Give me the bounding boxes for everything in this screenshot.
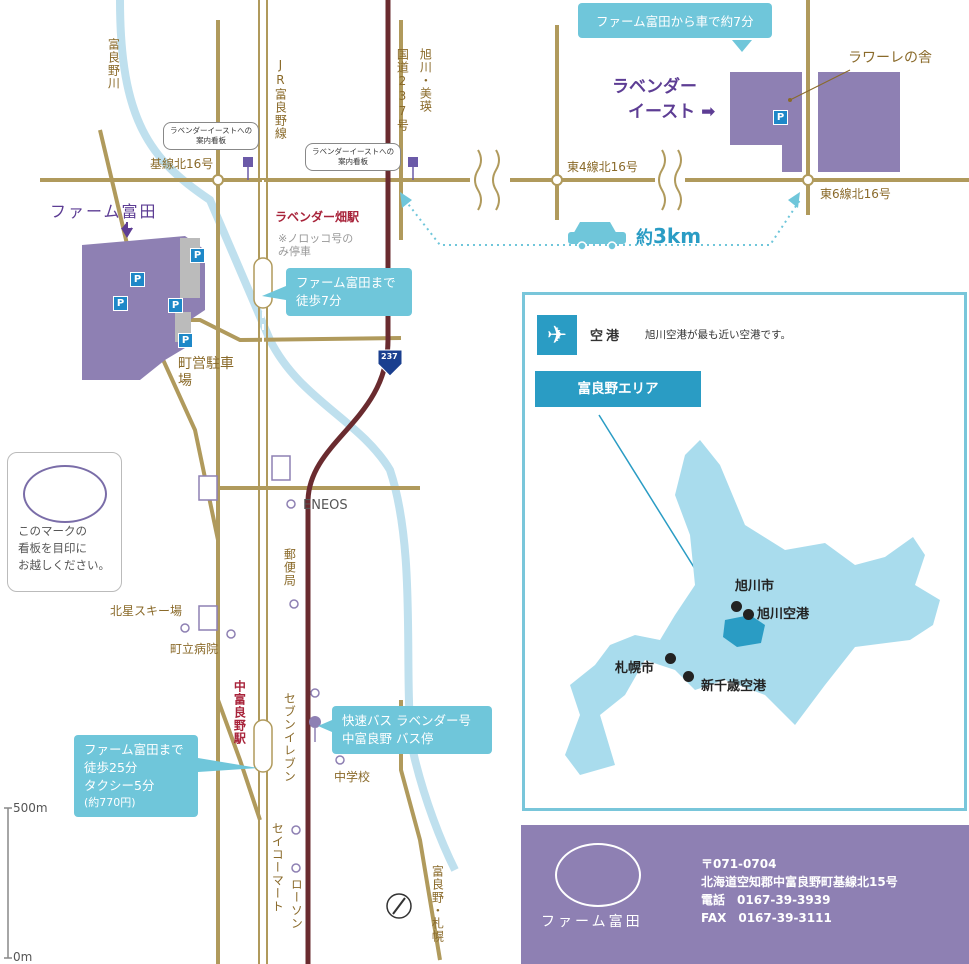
lavender-east-label-line2: イースト ➡	[628, 102, 716, 122]
bus-stop-callout: 快速バス ラベンダー号中富良野 バス停	[332, 706, 492, 755]
contact-lines: 〒071-0704 北海道空知郡中富良野町基線北15号 電話 0167-39-3…	[701, 855, 898, 927]
address: 北海道空知郡中富良野町基線北15号	[701, 875, 898, 889]
route237-label: 国道237号	[395, 48, 410, 132]
higashi4-label: 東4線北16号	[567, 160, 638, 174]
drive-time-callout: ファーム富田から車で約7分	[578, 3, 772, 38]
asahikawa-airport-dot	[743, 609, 754, 620]
furano-area-shape	[723, 615, 765, 647]
airport-label: 空港	[590, 329, 623, 344]
airport-panel: ✈ 空港 旭川空港が最も近い空港です。 富良野エリア 旭川市 旭川空港 札幌市 …	[522, 292, 967, 811]
to-asahikawa-label: 旭川・美瑛	[418, 48, 433, 113]
hospital-label: 町立病院	[170, 642, 219, 656]
parking-icon: P	[113, 296, 128, 311]
farm-tomita-logo	[23, 465, 107, 523]
asahikawa-city-dot	[731, 601, 742, 612]
asahikawa-city-label: 旭川市	[735, 579, 775, 594]
phone[interactable]: 電話 0167-39-3939	[701, 893, 831, 907]
distance-path	[404, 199, 801, 246]
postal-code: 〒071-0704	[701, 857, 777, 871]
kisen-kita16-label: 基線北16号	[150, 157, 214, 171]
walk7-callout: ファーム富田まで徒歩7分	[286, 268, 412, 317]
higashi6-label: 東6線北16号	[820, 187, 891, 201]
hokkaido-map	[565, 414, 940, 775]
parking-icon: P	[168, 298, 183, 313]
seicomart-label: セイコーマート	[270, 822, 285, 913]
fax: FAX 0167-39-3111	[701, 911, 832, 925]
lavender-batake-station[interactable]: ラベンダー畑駅	[275, 210, 360, 224]
lavender-east-sign-1: ラベンダーイーストへの案内看板	[163, 122, 260, 150]
farm-tomita-label[interactable]: ファーム富田	[50, 202, 158, 221]
river-label: 富良野川	[106, 38, 121, 90]
parking-icon: P	[773, 110, 788, 125]
mark-notice-box: このマークの看板を目印にお越しください。	[7, 452, 122, 592]
route237-badge: 237	[381, 352, 398, 361]
lawaure-label[interactable]: ラワーレの舎	[848, 50, 932, 66]
lavender-east-label[interactable]: ラベンダー イースト ➡	[612, 77, 716, 122]
parking-icon: P	[190, 248, 205, 263]
seven-eleven-label: セブンイレブン	[282, 692, 297, 783]
lawson-label: ローソン	[289, 878, 304, 930]
sapporo-city-label: 札幌市	[615, 661, 655, 676]
scale-bottom-label: 0m	[13, 950, 33, 964]
furano-area-tab[interactable]: 富良野エリア	[535, 371, 701, 407]
lavender-east-sign-2: ラベンダーイーストへの案内看板	[305, 143, 402, 171]
to-sapporo-label: 富良野・札幌	[430, 865, 445, 943]
airport-note: 旭川空港が最も近い空港です。	[645, 329, 791, 341]
distance-label: 約3km	[636, 224, 702, 248]
scale-top-label: 500m	[13, 801, 48, 815]
norokko-note: ※ノロッコ号のみ停車	[278, 232, 354, 259]
lavender-batake-station-mark	[253, 257, 273, 309]
hokkaido-shape	[565, 440, 940, 775]
farm-tomita-area	[82, 236, 205, 380]
naka-furano-station-mark	[253, 719, 273, 773]
contact-panel: ファーム富田 〒071-0704 北海道空知郡中富良野町基線北15号 電話 01…	[521, 825, 969, 964]
asahikawa-airport-label: 旭川空港	[757, 607, 810, 622]
ski-area-label: 北星スキー場	[110, 604, 183, 618]
mark-notice-text: このマークの看板を目印にお越しください。	[18, 524, 110, 572]
parking-icon: P	[130, 272, 145, 287]
farm-tomita-logo	[555, 843, 641, 907]
junior-high-label: 中学校	[334, 770, 371, 784]
new-chitose-dot	[683, 671, 694, 682]
naka-furano-station[interactable]: 中富良野駅	[232, 680, 247, 745]
jr-line-label: JR富良野線	[273, 58, 288, 140]
new-chitose-label: 新千歳空港	[701, 679, 767, 694]
eneos-label: ENEOS	[303, 498, 348, 513]
airplane-icon: ✈	[537, 315, 577, 355]
town-parking-label[interactable]: 町営駐車場	[178, 356, 234, 389]
contact-brand: ファーム富田	[541, 914, 643, 930]
route-237-shield	[377, 349, 403, 377]
furano-river	[116, 0, 459, 872]
post-office-label: 郵便局	[282, 548, 297, 587]
car-icon	[568, 222, 626, 251]
lawaure-building	[818, 72, 900, 172]
naka-furano-callout: ファーム富田まで徒歩25分 タクシー5分(約770円)	[74, 735, 198, 818]
sapporo-city-dot	[665, 653, 676, 664]
parking-icon: P	[178, 333, 193, 348]
lavender-east-area	[730, 72, 802, 172]
